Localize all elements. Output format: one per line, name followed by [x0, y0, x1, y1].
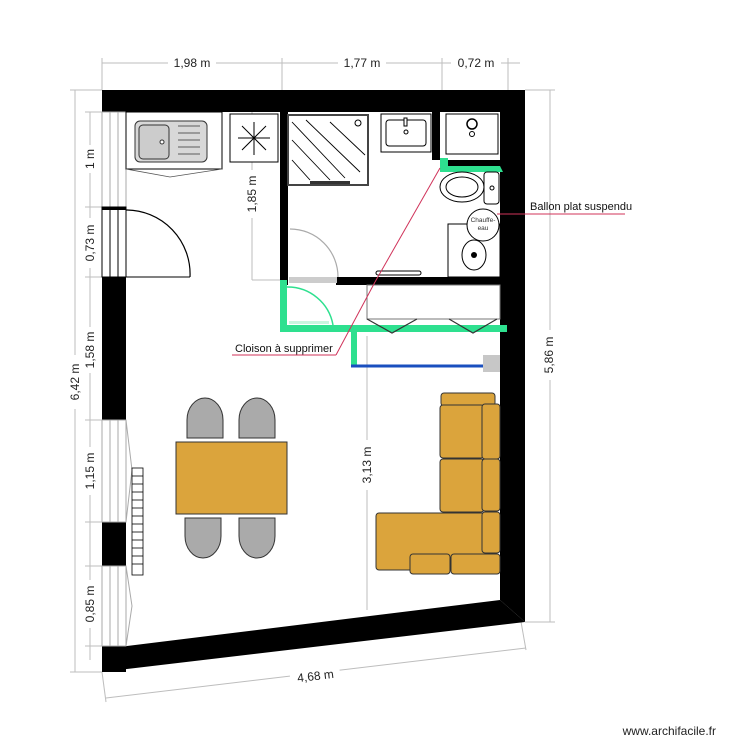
- entry-door[interactable]: [101, 206, 191, 278]
- bathroom-door[interactable]: [289, 228, 339, 283]
- dim-top-1: 1,98 m: [174, 56, 211, 70]
- dim-top-3: 0,72 m: [458, 56, 495, 70]
- dim-left-total: 6,42 m: [68, 364, 82, 401]
- freezer: [229, 113, 279, 163]
- radiator: [131, 467, 144, 576]
- partition-note: Cloison à supprimer: [235, 343, 333, 355]
- exterior-walls: [102, 90, 525, 672]
- annotation-lines: [232, 167, 625, 356]
- water-heater-note: Ballon plat suspendu: [530, 201, 632, 213]
- wardrobe: [366, 284, 501, 334]
- dim-right-total: 5,86 m: [542, 337, 556, 374]
- svg-text:eau: eau: [478, 225, 489, 232]
- dim-left-1: 1 m: [83, 149, 97, 169]
- left-openings: [101, 111, 133, 647]
- corner-sofa: [375, 392, 501, 575]
- interior-walls: [280, 100, 501, 285]
- bidet: [461, 239, 487, 271]
- dim-left-5: 0,85 m: [83, 586, 97, 623]
- dim-left-2: 0,73 m: [83, 225, 97, 262]
- dim-living-depth: 3,13 m: [360, 447, 374, 484]
- toilet: [439, 171, 500, 205]
- partition-to-remove: [280, 158, 507, 367]
- small-sink: [445, 113, 499, 155]
- towel-rail: [375, 270, 422, 276]
- dim-top-2: 1,77 m: [344, 56, 381, 70]
- dim-left-3: 1,58 m: [83, 332, 97, 369]
- dining-set: [175, 397, 288, 559]
- sink: [380, 113, 432, 153]
- dim-left-4: 1,15 m: [83, 453, 97, 490]
- shower: [287, 114, 369, 186]
- dim-bottom: 4,68 m: [296, 667, 334, 685]
- column-block: [483, 355, 500, 372]
- svg-text:Chauffe-: Chauffe-: [471, 217, 496, 224]
- kitchen-counter: [125, 111, 223, 178]
- watermark[interactable]: www.archifacile.fr: [622, 724, 716, 738]
- dimension-labels: 1,98 m 1,77 m 0,72 m 6,42 m 1 m 0,73 m 1…: [66, 54, 557, 686]
- dim-kitchen-partition: 1,85 m: [245, 176, 259, 213]
